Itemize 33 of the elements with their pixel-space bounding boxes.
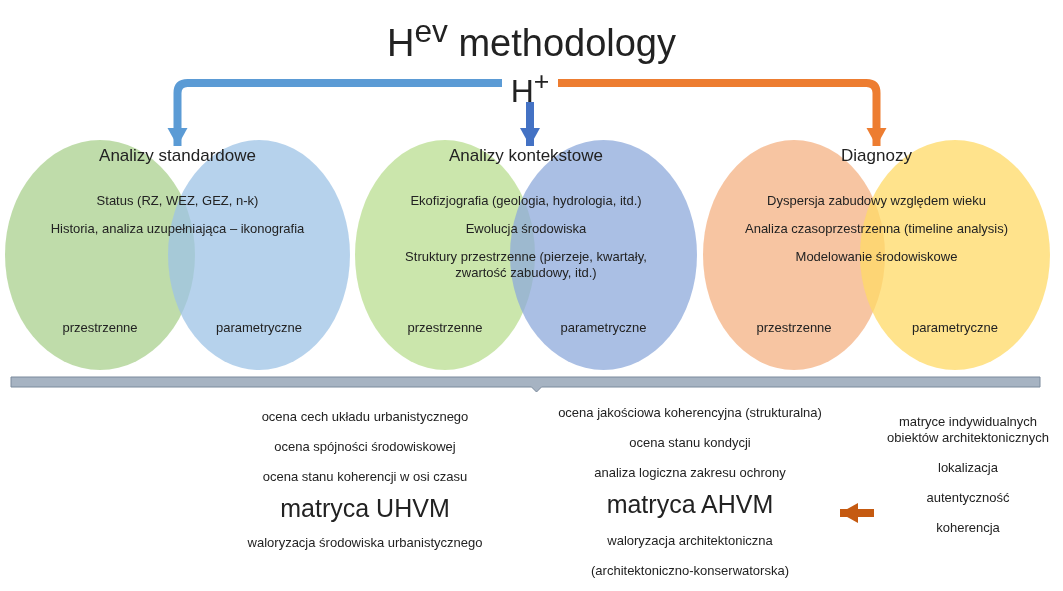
section-heading: Analizy kontekstowe: [449, 146, 603, 166]
criterion-text: (architektoniczno-konserwatorska): [591, 563, 789, 579]
analysis-item: Status (RZ, WEZ, GEZ, n-k): [96, 193, 259, 209]
criterion-text: matryce indywidualnych obiektów architektonicznych: [886, 414, 1050, 446]
criterion-text: ocena jakościowa koherencyjna (strukturalna): [558, 405, 822, 421]
criterion-text: analiza logiczna zakresu ochrony: [594, 465, 786, 481]
matrix-title: matryca UHVM: [280, 493, 450, 523]
analysis-item: Modelowanie środowiskowe: [795, 249, 958, 265]
analysis-item: Historia, analiza uzupełniająca – ikonografia: [50, 221, 305, 237]
category-label: przestrzenne: [406, 320, 484, 335]
analysis-item: Ewolucja środowiska: [465, 221, 587, 237]
criterion-text: waloryzacja architektoniczna: [607, 533, 773, 549]
analysis-item: Ekofizjografia (geologia, hydrologia, itd.): [410, 193, 642, 209]
section-heading: Analizy standardowe: [99, 146, 256, 166]
criterion-text: ocena cech układu urbanistycznego: [261, 409, 469, 425]
matrix-title: matryca AHVM: [606, 489, 774, 519]
criterion-text: koherencja: [936, 520, 1000, 536]
divider-bar: [10, 376, 1041, 393]
criterion-text: ocena stanu kondycji: [629, 435, 751, 451]
category-label: przestrzenne: [755, 320, 833, 335]
criterion-text: waloryzacja środowiska urbanistycznego: [247, 535, 483, 551]
category-label: parametryczne: [911, 320, 999, 335]
category-label: parametryczne: [559, 320, 648, 335]
analysis-item: Analiza czasoprzestrzenna (timeline analysis): [745, 221, 1008, 237]
criterion-text: ocena stanu koherencji w osi czasu: [262, 469, 468, 485]
category-label: przestrzenne: [61, 320, 139, 335]
analysis-item: Struktury przestrzenne (pierzeje, kwartały, zwartość zabudowy, itd.): [404, 249, 648, 281]
section-heading: Diagnozy: [841, 146, 912, 166]
criterion-text: autentyczność: [926, 490, 1010, 506]
criterion-text: ocena spójności środowiskowej: [274, 439, 456, 455]
criterion-text: lokalizacja: [938, 460, 998, 476]
analysis-item: Dyspersja zabudowy względem wieku: [767, 193, 986, 209]
category-label: parametryczne: [215, 320, 303, 335]
